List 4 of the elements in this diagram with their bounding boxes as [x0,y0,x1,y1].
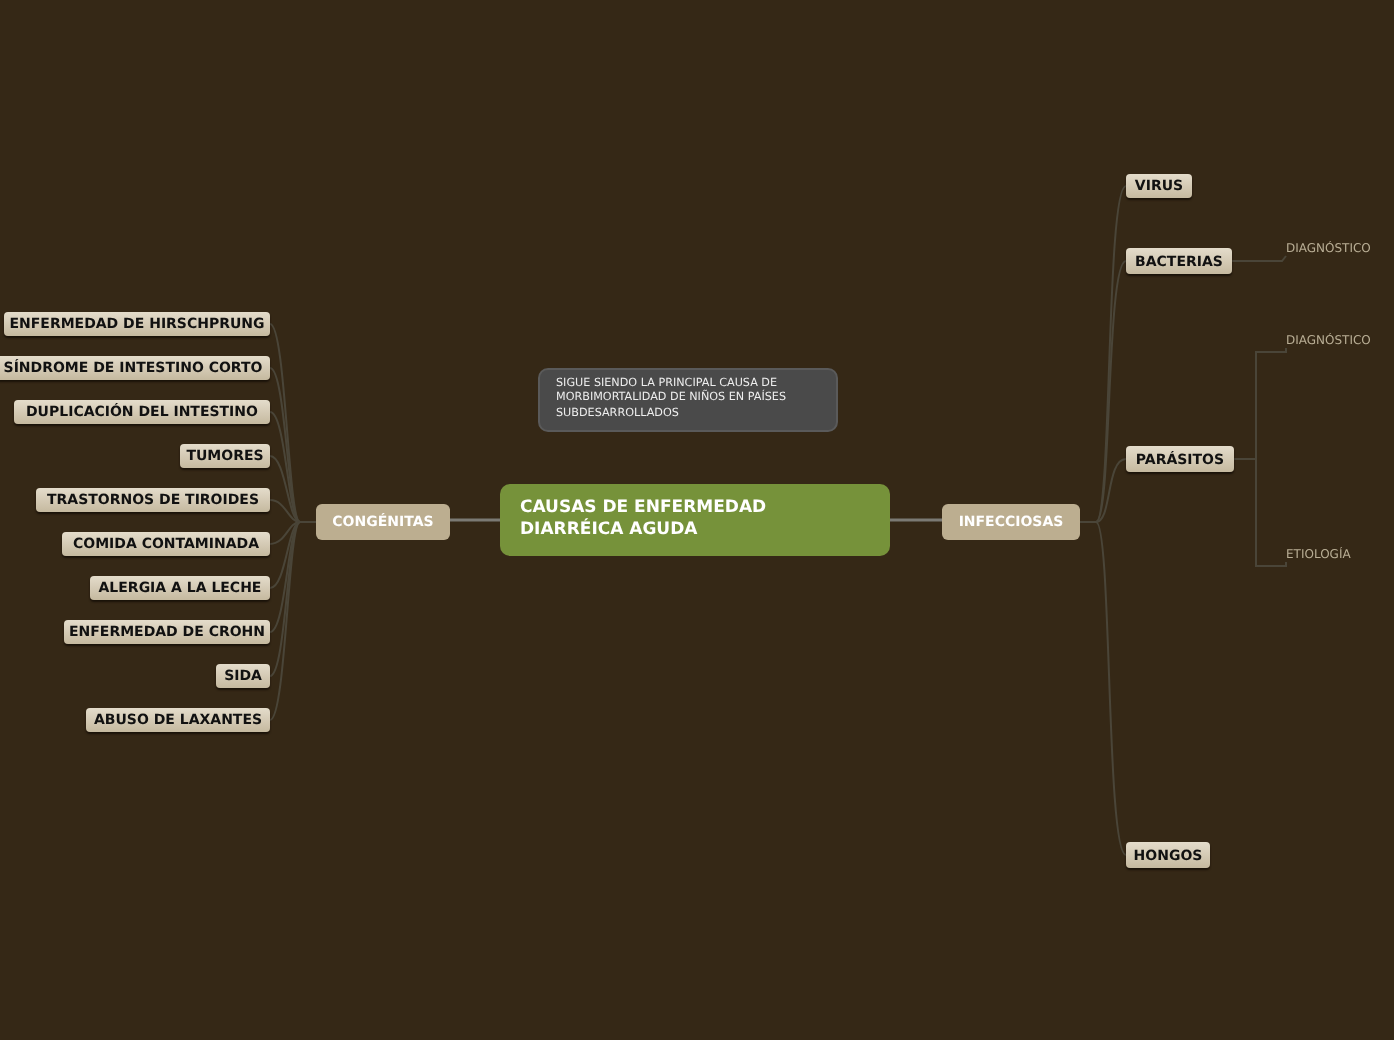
central-topic: CAUSAS DE ENFERMEDAD DIARRÉICA AGUDA [500,484,890,556]
connector-line [890,518,942,522]
connector-line [1231,255,1287,262]
connector-line [450,518,500,522]
